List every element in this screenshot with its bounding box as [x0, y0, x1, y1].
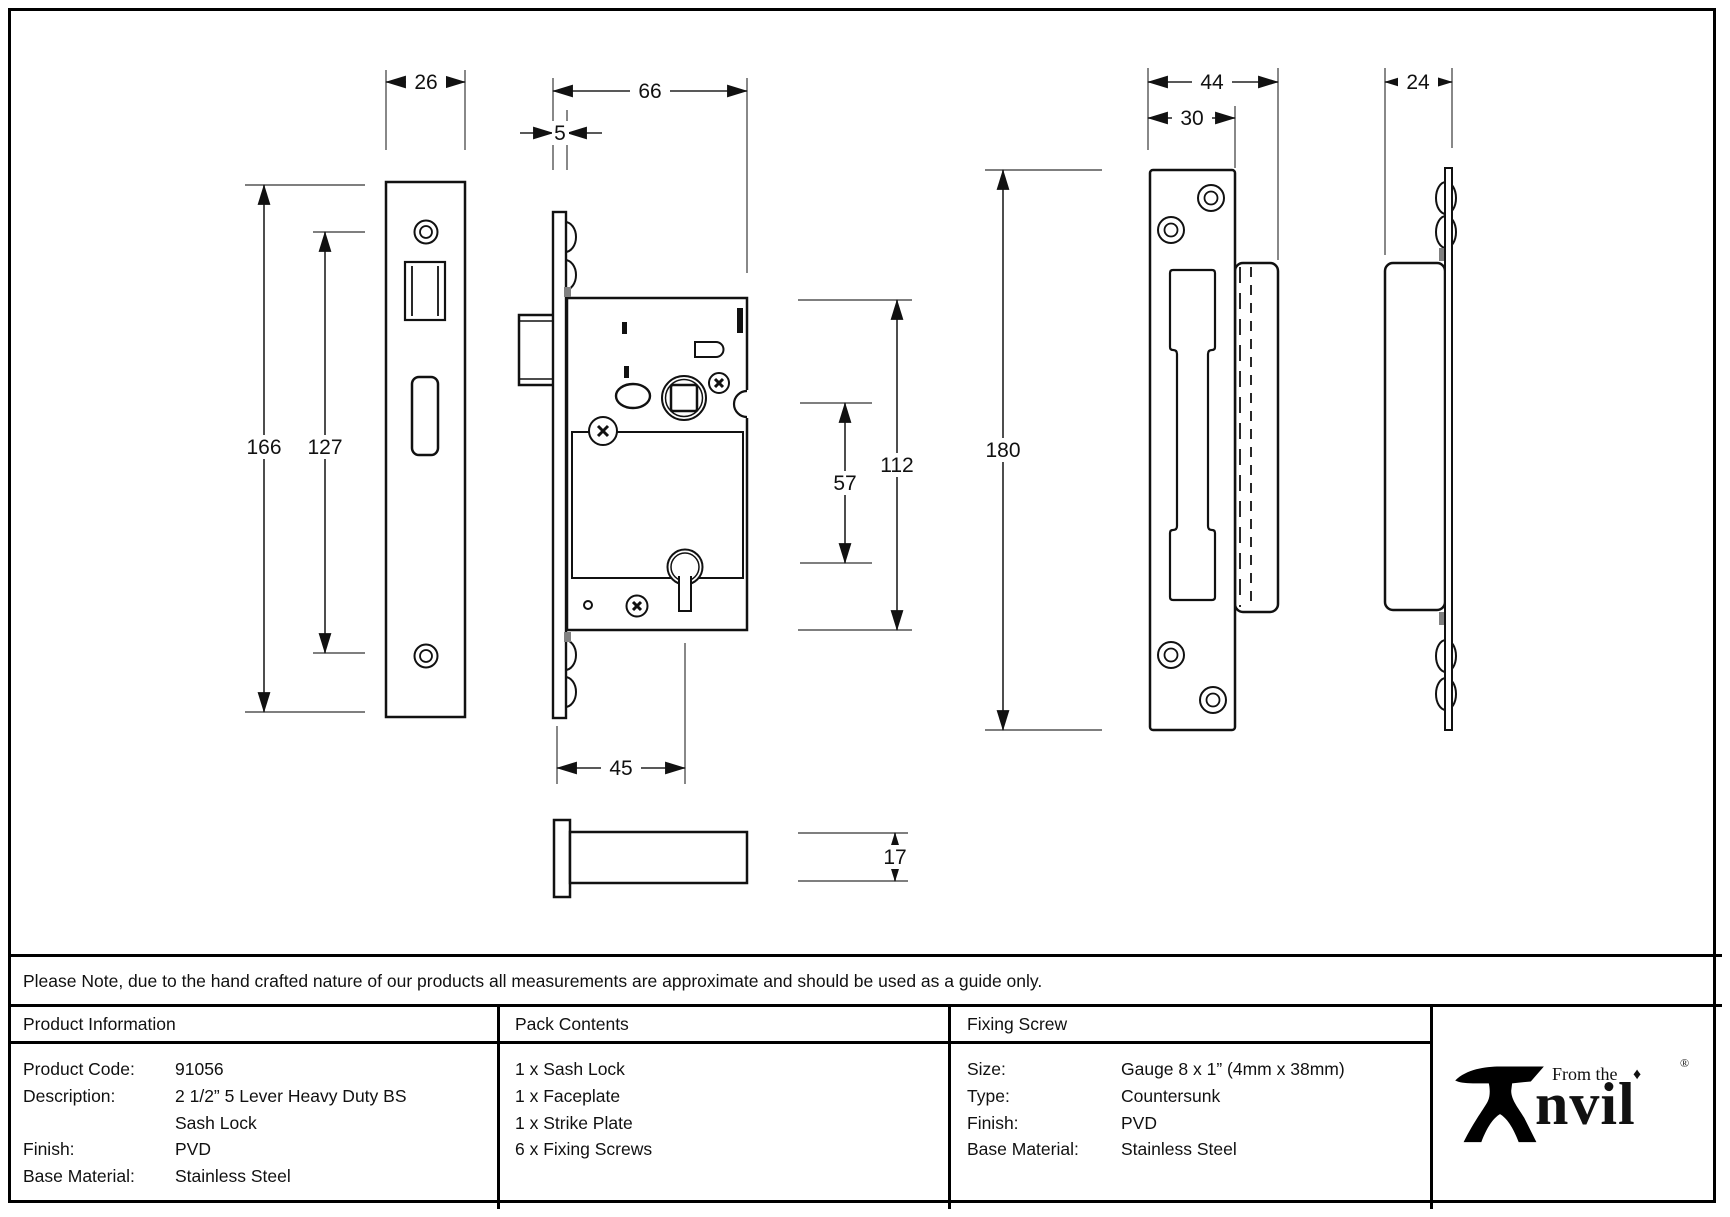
screw-finish-value: PVD [1121, 1113, 1157, 1133]
screw-finish-label: Finish: [967, 1113, 1019, 1133]
dim-case-height: 112 [880, 454, 913, 477]
brand-logo: From the ♦ ® nvil [1430, 1004, 1722, 1209]
screw-type-label: Type: [967, 1086, 1010, 1106]
screw-material-label: Base Material: [967, 1139, 1079, 1159]
dim-faceplate-width: 26 [414, 71, 437, 94]
dim-faceplate-length: 166 [246, 436, 281, 459]
screw-size-label: Size: [967, 1059, 1006, 1079]
logo-diamond: ♦ [1633, 1066, 1642, 1083]
registered-trademark-symbol: ® [1680, 1056, 1690, 1070]
dim-case-thickness: 17 [883, 846, 906, 869]
dimension-labels: 26 166 127 66 5 112 180 57 45 17 44 30 [237, 70, 1438, 869]
product-code-label: Product Code: [23, 1059, 135, 1079]
description-value-line2: Sash Lock [175, 1113, 257, 1133]
table-divider-1 [497, 1004, 500, 1209]
dim-strike-plate-width: 30 [1180, 107, 1203, 130]
table-header-border [8, 1041, 1433, 1044]
description-value-line1: 2 1/2” 5 Lever Heavy Duty BS [175, 1086, 407, 1106]
anvil-icon [1455, 1066, 1544, 1143]
base-material-label: Base Material: [23, 1166, 135, 1186]
dim-faceplate-thickness: 5 [554, 122, 566, 145]
dim-backset: 45 [609, 757, 632, 780]
pack-item-2: 1 x Faceplate [515, 1086, 621, 1106]
pack-contents-header: Pack Contents [515, 1014, 629, 1034]
base-material-value: Stainless Steel [175, 1166, 291, 1186]
strike-plate-side-view [1383, 167, 1457, 731]
table-divider-2 [948, 1004, 951, 1209]
table-divider-3 [1430, 1004, 1433, 1209]
lock-case-top-view [552, 818, 749, 899]
lock-technical-drawing: 26 166 127 66 5 112 180 57 45 17 44 30 [237, 68, 1457, 899]
product-code-value: 91056 [175, 1059, 224, 1079]
finish-label: Finish: [23, 1139, 75, 1159]
pack-item-3: 1 x Strike Plate [515, 1113, 633, 1133]
screw-size-value: Gauge 8 x 1” (4mm x 38mm) [1121, 1059, 1345, 1079]
screw-type-value: Countersunk [1121, 1086, 1221, 1106]
logo-anvil-text: nvil [1535, 1071, 1636, 1137]
note-bar-top-border [8, 954, 1722, 957]
description-label: Description: [23, 1086, 116, 1106]
dim-fixing-centres: 127 [307, 436, 342, 459]
dim-strike-overall-width: 44 [1200, 71, 1224, 94]
finish-value: PVD [175, 1139, 211, 1159]
dim-strike-length: 180 [985, 439, 1020, 462]
product-information-header: Product Information [23, 1014, 176, 1034]
table-top-border [8, 1004, 1722, 1007]
pack-item-1: 1 x Sash Lock [515, 1059, 625, 1079]
sheet-border [8, 8, 1716, 1203]
measurement-note: Please Note, due to the hand crafted nat… [23, 971, 1043, 991]
dim-strike-depth: 24 [1406, 71, 1430, 94]
fixing-screw-header: Fixing Screw [967, 1014, 1068, 1034]
lock-case-side-view [517, 210, 753, 720]
logo-from-the: From the [1552, 1064, 1618, 1084]
dim-case-depth: 66 [638, 80, 661, 103]
screw-material-value: Stainless Steel [1121, 1139, 1237, 1159]
pack-item-4: 6 x Fixing Screws [515, 1139, 653, 1159]
faceplate-front-view [384, 180, 467, 719]
strike-plate-front-view [1148, 168, 1280, 732]
dim-follower-to-keyhole: 57 [833, 472, 856, 495]
